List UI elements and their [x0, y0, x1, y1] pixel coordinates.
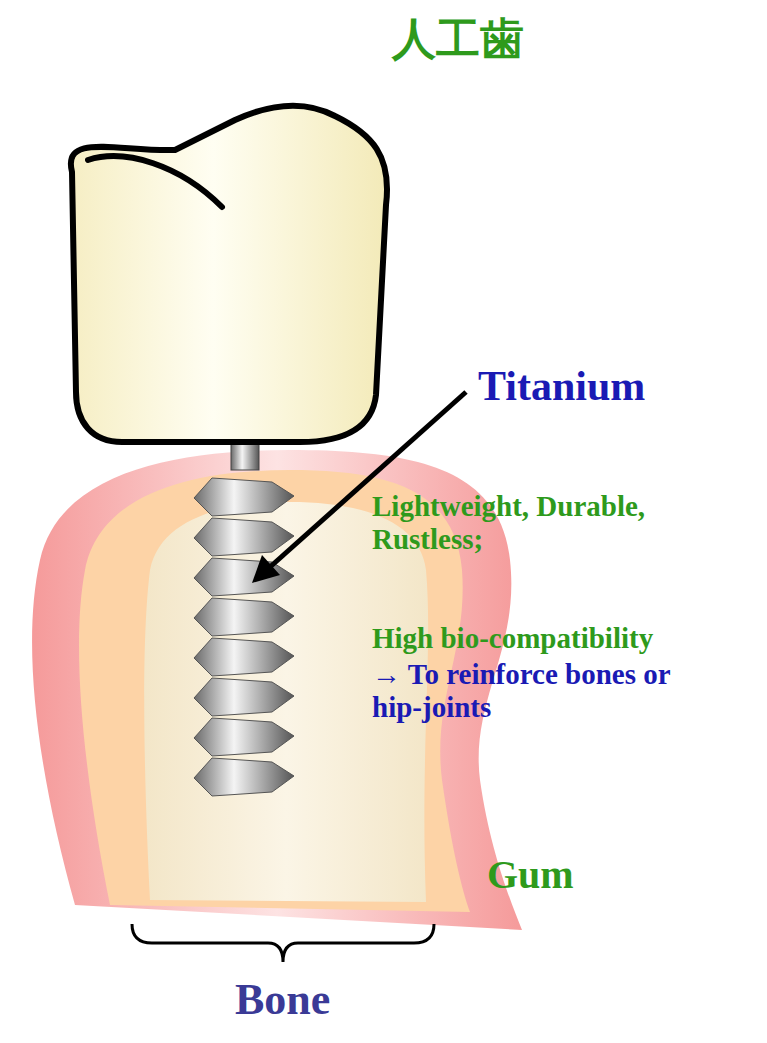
screw-thread — [194, 478, 294, 516]
bone-bracket — [132, 924, 434, 962]
title: 人工歯 — [392, 14, 524, 65]
screw-thread — [194, 598, 294, 636]
part-label: Titanium — [478, 362, 645, 410]
property-note: High bio-compatibility — [372, 622, 653, 655]
part-label: Gum — [487, 852, 574, 898]
tooth-crown — [71, 106, 387, 442]
screw-thread — [194, 718, 294, 756]
screw-thread — [194, 678, 294, 716]
screw-threads — [194, 478, 294, 796]
screw-thread — [194, 638, 294, 676]
property-note: Lightweight, Durable, Rustless; — [372, 490, 654, 557]
crown-cusp-line — [88, 156, 222, 207]
screw-thread — [194, 558, 294, 596]
screw-thread — [194, 518, 294, 556]
screw-thread — [194, 758, 294, 796]
application-note: → To reinforce bones or hip-joints — [372, 658, 702, 725]
part-label: Bone — [235, 975, 330, 1026]
